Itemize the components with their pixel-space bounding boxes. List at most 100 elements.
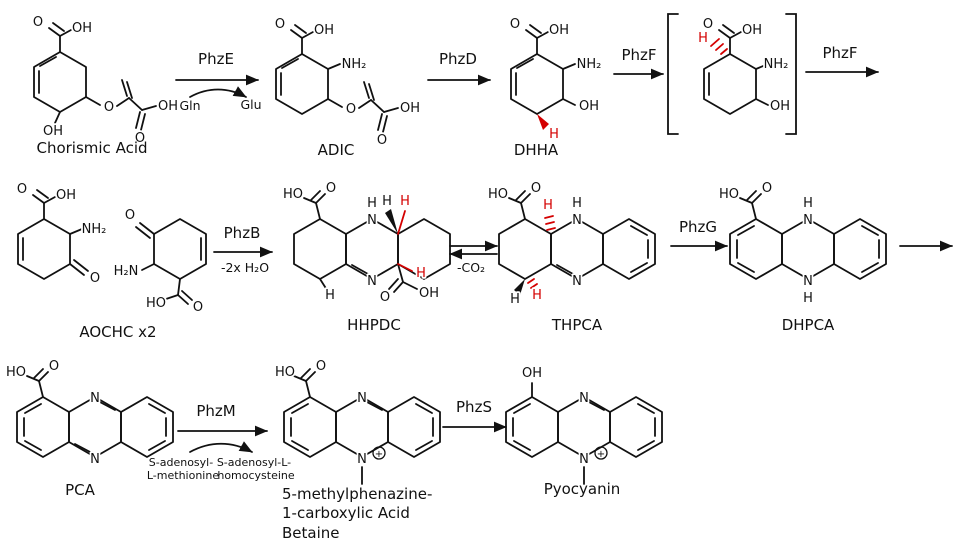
- cofactor-out-label: Glu: [240, 97, 261, 112]
- double-bond: [97, 400, 116, 411]
- atom-label-h: H: [803, 196, 813, 211]
- atom-label-n: N: [572, 213, 582, 228]
- atom-label-ho: HO: [275, 365, 295, 380]
- compound-label-adic: ADIC: [318, 141, 355, 159]
- atom-label-h-red: H: [532, 288, 542, 303]
- bond: [751, 202, 757, 220]
- reaction-phzG: PhzG: [670, 218, 728, 252]
- reaction-phzF1: PhzF: [613, 46, 664, 80]
- hash-bond: [544, 215, 554, 219]
- compound-label-thpca: THPCA: [551, 316, 603, 334]
- bond-skeleton: [283, 368, 441, 485]
- compound-label-dhha: DHHA: [514, 141, 559, 159]
- bond: [315, 202, 321, 220]
- bond: [729, 31, 742, 39]
- double-bond: [513, 403, 531, 414]
- ring: [68, 396, 122, 458]
- compound-label-pca: PCA: [65, 481, 96, 499]
- double-bond: [294, 24, 307, 34]
- bond: [85, 96, 101, 106]
- cofactor-in-line2: L-methionine: [147, 469, 219, 482]
- atom-label-o: O: [703, 17, 713, 32]
- bond-skeleton: [498, 190, 656, 295]
- reaction-phzD: PhzD: [427, 50, 491, 86]
- enzyme-label-phzD: PhzD: [439, 50, 477, 68]
- bond-red: [397, 263, 413, 272]
- bond: [43, 196, 56, 204]
- atom-label-o: O: [104, 100, 114, 115]
- double-bond: [24, 440, 42, 451]
- atom-label-n: N: [357, 391, 367, 406]
- double-bond: [36, 189, 49, 199]
- charge-plus: +: [597, 449, 605, 460]
- bond: [38, 380, 44, 398]
- bond: [315, 193, 326, 204]
- atom-label-h: H: [510, 292, 520, 307]
- ring: [550, 218, 604, 280]
- double-bond: [513, 440, 531, 451]
- atom-label-o: O: [531, 181, 541, 196]
- double-bond: [135, 226, 151, 239]
- molecule-chorismic-acid: O OH OH O OH O: [31, 13, 180, 148]
- double-bond: [368, 83, 375, 101]
- atom-label-n: N: [579, 391, 589, 406]
- atom-label-h-red: H: [416, 266, 426, 281]
- molecule-intermediate: O OH H NH₂ OH: [696, 15, 791, 116]
- bond: [301, 31, 314, 39]
- double-bond: [415, 440, 433, 451]
- double-bond: [364, 400, 383, 411]
- double-bond: [861, 225, 879, 236]
- enzyme-label-phzF1: PhzF: [621, 46, 656, 64]
- bond-skeleton: [275, 24, 399, 133]
- atom-label-h-red: H: [549, 127, 559, 142]
- bond: [116, 97, 130, 107]
- enzyme-label-phzF2: PhzF: [822, 44, 857, 62]
- double-bond: [746, 190, 757, 201]
- compound-label-mpca-line2: 1-carboxylic Acid: [282, 504, 410, 522]
- hash-bond: [715, 43, 724, 51]
- atom-label-oh: OH: [419, 286, 439, 301]
- ring: [703, 53, 757, 115]
- atom-label-o: O: [33, 15, 43, 30]
- atom-label-h: H: [325, 288, 335, 303]
- atom-label-oh: OH: [400, 101, 420, 116]
- molecule-pyocyanin: OH N N +: [505, 364, 663, 485]
- double-bond: [516, 58, 534, 69]
- atom-label-o: O: [275, 17, 285, 32]
- bond: [165, 294, 179, 300]
- bond: [177, 294, 189, 305]
- atom-label-h2n: H₂N: [114, 264, 139, 279]
- compound-label-mpca-line3: Betaine: [282, 524, 340, 542]
- compound-label-aochc: AOCHC x2: [79, 323, 156, 341]
- bond: [32, 194, 45, 204]
- ring: [557, 396, 611, 458]
- atom-label-h-red: H: [698, 31, 708, 46]
- atom-label-o: O: [326, 181, 336, 196]
- double-bond: [363, 81, 370, 99]
- ring: [510, 53, 564, 115]
- enzyme-label-phzS: PhzS: [456, 398, 492, 416]
- hash-bond: [710, 38, 720, 47]
- double-bond: [126, 81, 133, 99]
- atom-label-h-red: H: [543, 198, 553, 213]
- atom-label-nh2: NH₂: [764, 57, 789, 72]
- wedge-bond: [514, 279, 525, 295]
- bond: [739, 197, 753, 204]
- bond-skeleton: [703, 24, 769, 115]
- compound-label-mpca-line1: 5-methylphenazine-: [282, 485, 432, 503]
- compound-label-pyocyanin: Pyocyanin: [544, 480, 621, 498]
- bond: [305, 371, 316, 382]
- atom-label-oh: OH: [314, 23, 334, 38]
- double-bond: [415, 403, 433, 414]
- bond: [303, 197, 317, 204]
- ring: [33, 51, 87, 113]
- ring: [17, 218, 71, 280]
- bond: [319, 278, 328, 291]
- atom-label-o: O: [125, 208, 135, 223]
- bond-skeleton: [135, 218, 207, 305]
- double-bond: [148, 440, 166, 451]
- double-bond: [73, 259, 89, 272]
- bond: [48, 27, 61, 37]
